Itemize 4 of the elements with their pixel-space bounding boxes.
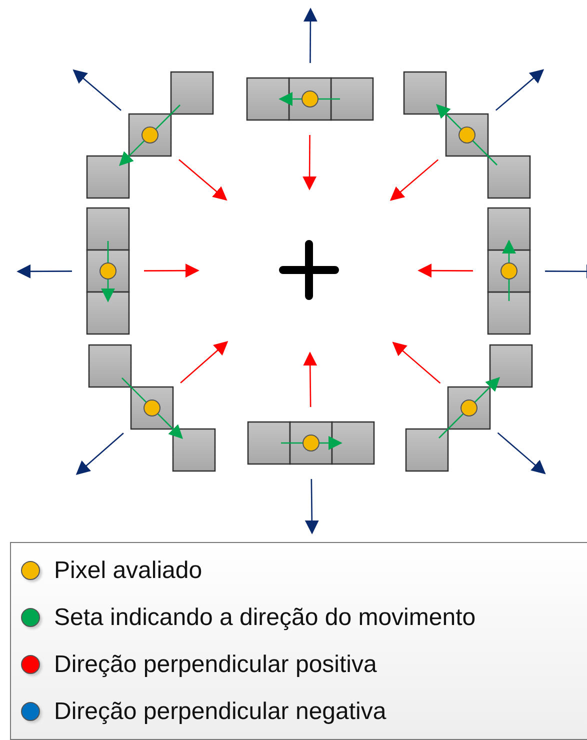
legend-label: Pixel avaliado — [54, 556, 202, 584]
legend-label: Direção perpendicular negativa — [54, 698, 386, 726]
legend-label: Seta indicando a direção do movimento — [54, 604, 476, 632]
legend-label: Direção perpendicular positiva — [54, 650, 377, 678]
